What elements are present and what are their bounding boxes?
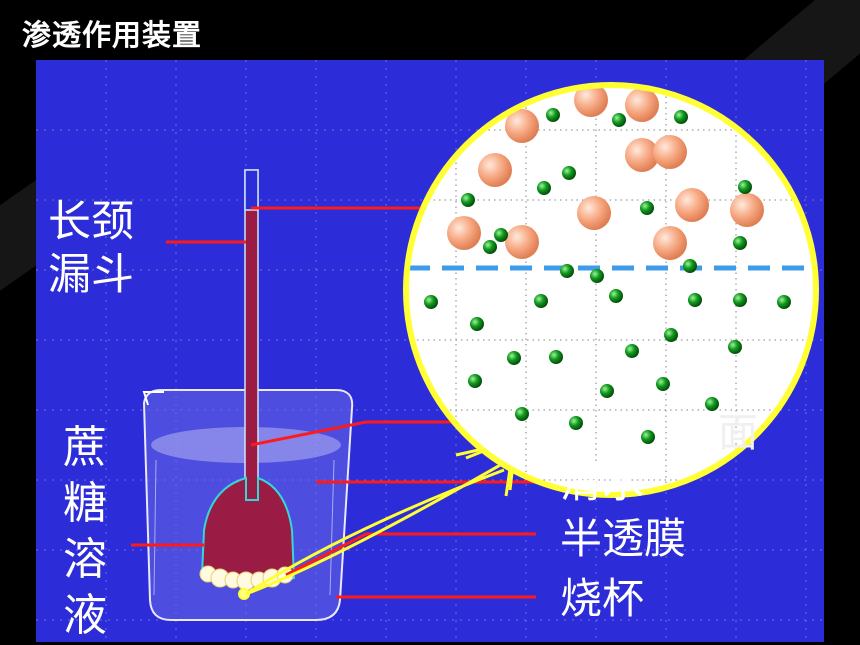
- water-molecules: [424, 108, 791, 444]
- sugar-molecule: [478, 153, 512, 187]
- label-sugar-solution: 蔗糖溶液: [63, 422, 107, 641]
- diagram-panel: [36, 60, 824, 642]
- magnifier: [403, 82, 819, 498]
- water-molecule: [733, 293, 747, 307]
- label-hidden-partial: 面: [718, 410, 758, 456]
- water-molecule: [515, 407, 529, 421]
- water-molecule: [600, 384, 614, 398]
- label-funnel: 长颈漏斗: [48, 197, 134, 300]
- water-molecule: [494, 228, 508, 242]
- sugar-molecule: [574, 83, 608, 117]
- water-molecule: [656, 377, 670, 391]
- water-molecule: [590, 269, 604, 283]
- water-molecule: [483, 240, 497, 254]
- sugar-molecule: [625, 138, 659, 172]
- water-molecule: [549, 350, 563, 364]
- water-molecule: [537, 181, 551, 195]
- water-molecule: [777, 295, 791, 309]
- sugar-molecule: [675, 188, 709, 222]
- water-molecule: [612, 113, 626, 127]
- sugar-molecule: [653, 135, 687, 169]
- water-molecule: [664, 328, 678, 342]
- sugar-molecule: [730, 193, 764, 227]
- water-molecule: [738, 180, 752, 194]
- label-water: 清水: [560, 458, 645, 507]
- osmosis-diagram: [36, 60, 824, 642]
- water-molecule: [683, 259, 697, 273]
- page-title: 渗透作用装置: [22, 18, 203, 52]
- water-molecule: [562, 166, 576, 180]
- water-molecule: [470, 317, 484, 331]
- sugar-molecules: [447, 83, 764, 260]
- sugar-molecule: [577, 196, 611, 230]
- water-molecule: [728, 340, 742, 354]
- water-molecule: [424, 295, 438, 309]
- water-molecule: [461, 193, 475, 207]
- label-membrane: 半透膜: [560, 514, 687, 563]
- water-molecule: [507, 351, 521, 365]
- funnel-tube: [244, 169, 259, 501]
- water-molecule: [640, 201, 654, 215]
- water-molecule: [674, 110, 688, 124]
- label-beaker: 烧杯: [560, 574, 645, 623]
- water-molecule: [733, 236, 747, 250]
- sugar-molecule: [447, 216, 481, 250]
- water-molecule: [546, 108, 560, 122]
- water-molecule: [625, 344, 639, 358]
- water-molecule: [569, 416, 583, 430]
- sugar-molecule: [625, 88, 659, 122]
- water-molecule: [534, 294, 548, 308]
- water-molecule: [688, 293, 702, 307]
- water-molecule: [468, 374, 482, 388]
- water-molecule: [560, 264, 574, 278]
- sugar-molecule: [653, 226, 687, 260]
- sugar-molecule: [505, 109, 539, 143]
- water-molecule: [641, 430, 655, 444]
- water-molecule: [609, 289, 623, 303]
- water-molecule: [705, 397, 719, 411]
- sugar-molecule: [505, 225, 539, 259]
